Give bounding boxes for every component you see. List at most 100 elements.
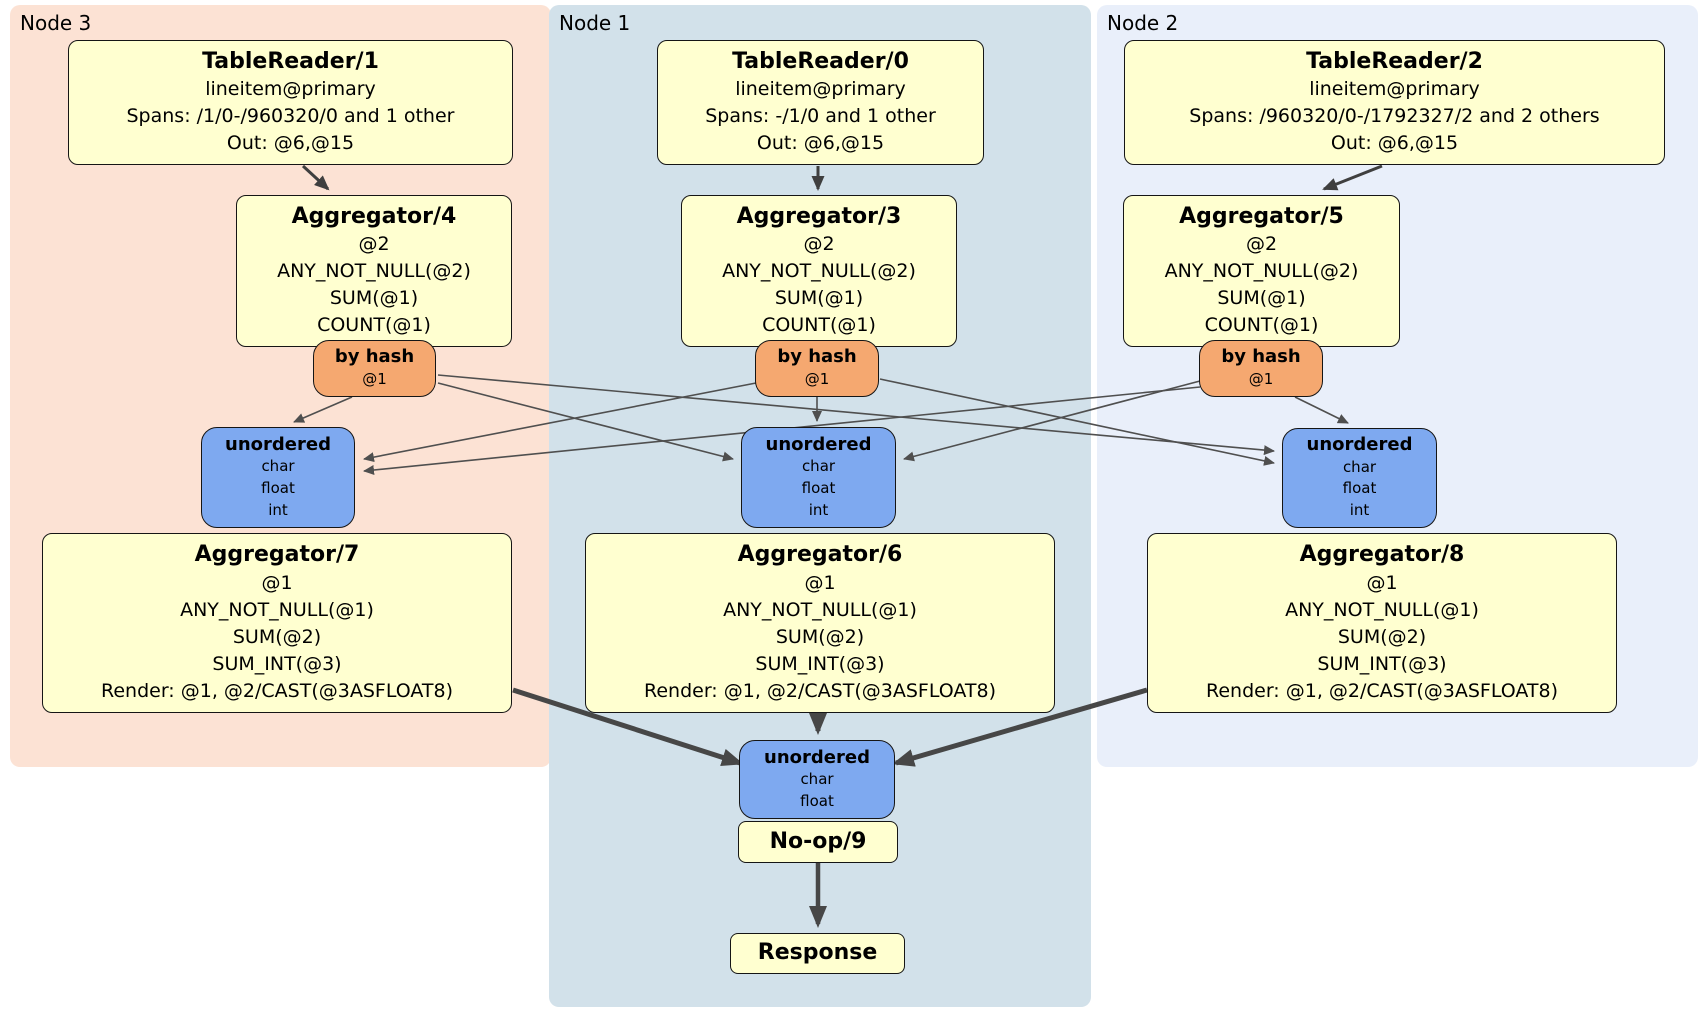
processor-aggregator-4: Aggregator/4 @2 ANY_NOT_NULL(@2) SUM(@1)…	[236, 195, 512, 347]
box-line: @1	[804, 571, 836, 594]
edge-agg7-final-sync	[512, 687, 744, 767]
box-line: Render: @1, @2/CAST(@3ASFLOAT8)	[1206, 679, 1558, 702]
box-line: Spans: /1/0-/960320/0 and 1 other	[126, 105, 455, 128]
box-line: SUM_INT(@3)	[1317, 652, 1447, 675]
box-line: ANY_NOT_NULL(@2)	[722, 260, 916, 283]
response-node: Response	[730, 933, 905, 974]
box-line: int	[268, 500, 288, 519]
box-line: @1	[261, 571, 293, 594]
router-by-hash-node1: by hash @1	[755, 340, 879, 397]
box-title: unordered	[765, 433, 872, 455]
box-line: ANY_NOT_NULL(@1)	[1285, 598, 1479, 621]
box-title: TableReader/1	[202, 48, 379, 74]
box-line: Spans: -/1/0 and 1 other	[705, 105, 936, 128]
box-line: ANY_NOT_NULL(@2)	[277, 260, 471, 283]
processor-aggregator-5: Aggregator/5 @2 ANY_NOT_NULL(@2) SUM(@1)…	[1123, 195, 1400, 347]
box-line: COUNT(@1)	[317, 314, 431, 337]
edge-agg8-final-sync	[892, 687, 1148, 767]
box-line: SUM(@2)	[775, 625, 865, 648]
box-line: SUM_INT(@3)	[212, 652, 342, 675]
box-line: float	[801, 478, 836, 497]
box-line: @1	[1248, 369, 1274, 388]
box-title: TableReader/2	[1306, 48, 1483, 74]
processor-aggregator-6: Aggregator/6 @1 ANY_NOT_NULL(@1) SUM(@2)…	[585, 533, 1055, 713]
processor-aggregator-8: Aggregator/8 @1 ANY_NOT_NULL(@1) SUM(@2)…	[1147, 533, 1617, 713]
box-line: @2	[1245, 233, 1278, 256]
sync-unordered-final: unordered char float	[739, 740, 895, 819]
box-line: ANY_NOT_NULL(@2)	[1164, 260, 1359, 283]
box-title: by hash	[1221, 346, 1301, 368]
box-title: Aggregator/5	[1179, 203, 1344, 229]
processor-noop-9: No-op/9	[738, 821, 898, 863]
box-line: SUM(@1)	[329, 287, 419, 310]
edge-bh3-u2	[437, 374, 1275, 456]
box-line: float	[800, 791, 834, 810]
box-line: char	[800, 770, 834, 788]
processor-tablereader-0: TableReader/0 lineitem@primary Spans: -/…	[657, 40, 984, 165]
box-line: SUM(@1)	[774, 287, 864, 310]
box-line: @2	[358, 233, 390, 256]
box-title: by hash	[334, 346, 415, 368]
box-line: Spans: /960320/0-/1792327/2 and 2 others	[1189, 105, 1600, 128]
box-line: lineitem@primary	[1309, 78, 1480, 101]
box-line: SUM(@1)	[1217, 287, 1306, 310]
box-line: COUNT(@1)	[762, 314, 876, 337]
box-line: ANY_NOT_NULL(@1)	[180, 598, 374, 621]
panel-node1-label: Node 1	[559, 11, 631, 35]
box-line: Out: @6,@15	[1330, 132, 1459, 155]
box-line: @1	[1366, 571, 1398, 594]
box-title: by hash	[777, 346, 857, 368]
processor-tablereader-2: TableReader/2 lineitem@primary Spans: /9…	[1124, 40, 1665, 165]
box-line: SUM(@2)	[1337, 625, 1427, 648]
processor-aggregator-3: Aggregator/3 @2 ANY_NOT_NULL(@2) SUM(@1)…	[681, 195, 957, 347]
box-line: char	[261, 457, 295, 476]
edge-bh2-u1	[903, 380, 1201, 462]
panel-node2-label: Node 2	[1107, 11, 1179, 35]
box-line: @2	[803, 233, 835, 256]
edge-bh3-u1	[437, 382, 734, 462]
box-line: Out: @6,@15	[756, 132, 885, 155]
panel-node3-label: Node 3	[20, 11, 92, 35]
box-title: unordered	[1306, 434, 1413, 456]
edge-bh2-u2	[1294, 396, 1349, 424]
box-title: Aggregator/4	[291, 203, 457, 229]
box-line: int	[808, 500, 829, 519]
processor-aggregator-7: Aggregator/7 @1 ANY_NOT_NULL(@1) SUM(@2)…	[42, 533, 512, 713]
box-title: unordered	[225, 433, 331, 455]
box-title: Response	[757, 940, 878, 966]
box-line: COUNT(@1)	[1204, 314, 1319, 337]
box-line: Render: @1, @2/CAST(@3ASFLOAT8)	[101, 679, 453, 702]
box-title: Aggregator/7	[194, 542, 360, 568]
box-line: SUM_INT(@3)	[755, 652, 885, 675]
box-title: No-op/9	[769, 828, 867, 854]
box-line: ANY_NOT_NULL(@1)	[723, 598, 917, 621]
box-line: Render: @1, @2/CAST(@3ASFLOAT8)	[644, 679, 996, 702]
box-line: Out: @6,@15	[226, 132, 355, 155]
processor-tablereader-1: TableReader/1 lineitem@primary Spans: /1…	[68, 40, 513, 165]
router-by-hash-node2: by hash @1	[1199, 340, 1323, 397]
box-line: float	[261, 478, 295, 497]
edge-tr1-agg4	[301, 164, 330, 191]
box-line: float	[1342, 479, 1377, 498]
box-title: Aggregator/8	[1299, 542, 1465, 568]
box-line: @1	[804, 369, 830, 388]
edge-bh3-u3	[293, 396, 353, 423]
box-title: unordered	[764, 746, 870, 768]
edge-bh1-u2	[879, 378, 1275, 466]
sync-unordered-node1: unordered char float int	[741, 427, 896, 528]
box-line: @1	[362, 369, 387, 388]
box-line: char	[1342, 457, 1377, 476]
box-line: lineitem@primary	[205, 78, 376, 101]
box-line: int	[1349, 501, 1370, 520]
box-line: lineitem@primary	[735, 78, 906, 101]
edge-bh1-u3	[363, 382, 757, 463]
box-line: SUM(@2)	[232, 625, 322, 648]
box-title: TableReader/0	[732, 48, 909, 74]
box-line: char	[801, 457, 836, 476]
edge-tr2-agg5	[1322, 164, 1383, 191]
sync-unordered-node2: unordered char float int	[1282, 428, 1437, 528]
sync-unordered-node3: unordered char float int	[201, 427, 355, 528]
router-by-hash-node3: by hash @1	[313, 340, 436, 397]
